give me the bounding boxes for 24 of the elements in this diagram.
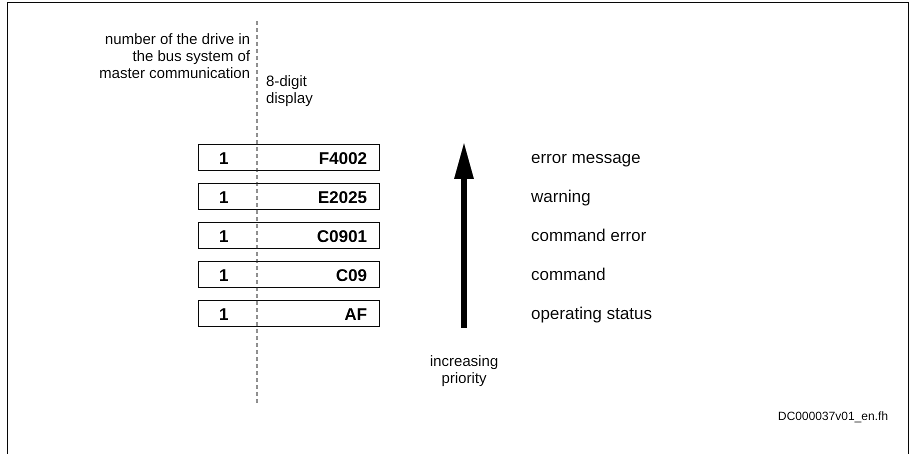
display-code: AF	[344, 305, 367, 324]
display-code: C09	[336, 266, 367, 285]
display-code: C0901	[316, 227, 367, 246]
drive-number: 1	[219, 266, 228, 285]
display-row	[198, 144, 380, 171]
display-row	[198, 261, 380, 288]
display-row	[198, 183, 380, 210]
column-heading: number of the drive in the bus system of master communication	[98, 31, 250, 82]
status-description: operating status	[531, 304, 653, 323]
axis-caption: increasing priority	[428, 353, 500, 387]
status-description: command error	[531, 226, 648, 245]
figure-id-note: DC000037v01_en.fh	[776, 408, 888, 425]
status-description: warning	[531, 187, 592, 206]
display-code: F4002	[318, 149, 367, 168]
display-row	[198, 300, 380, 327]
display-code: E2025	[318, 188, 367, 207]
status-description: command	[531, 265, 607, 284]
status-description: error message	[531, 148, 642, 167]
drive-number: 1	[219, 149, 228, 168]
drive-number: 1	[219, 227, 228, 246]
drive-number: 1	[219, 305, 228, 324]
display-row	[198, 222, 380, 249]
column-heading: 8-digit display	[266, 73, 314, 107]
drive-number: 1	[219, 188, 228, 207]
